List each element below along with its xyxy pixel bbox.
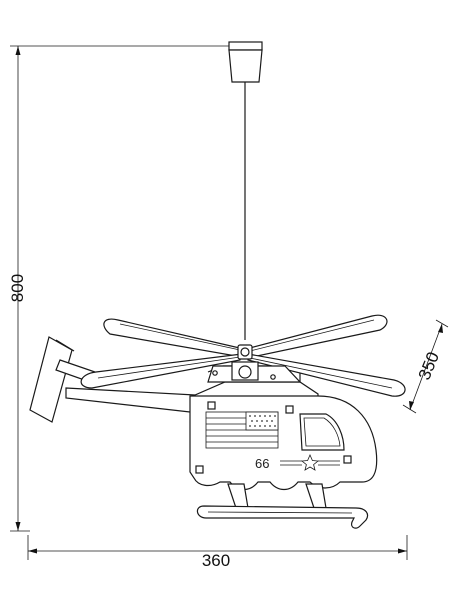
depth-dimension: 350 — [402, 319, 449, 414]
main-rotor — [80, 314, 406, 397]
rotor-mast-housing — [207, 361, 302, 383]
flag-decal — [205, 411, 279, 449]
landing-skids — [196, 483, 369, 529]
ceiling-canopy — [228, 41, 263, 83]
fuselage: 66 — [189, 395, 378, 491]
rotor-blade-front-right — [247, 353, 406, 397]
helicopter-number: 66 — [255, 456, 269, 471]
cockpit-window — [299, 413, 345, 451]
star-icon — [300, 453, 320, 471]
height-label: 800 — [8, 274, 27, 302]
width-label: 360 — [202, 551, 230, 570]
rotor-blade-back-left — [103, 318, 246, 357]
width-dimension: 360 — [27, 535, 408, 570]
height-dimension: 800 — [8, 45, 236, 532]
rotor-blade-back-right — [244, 314, 388, 358]
depth-label: 350 — [415, 349, 443, 382]
